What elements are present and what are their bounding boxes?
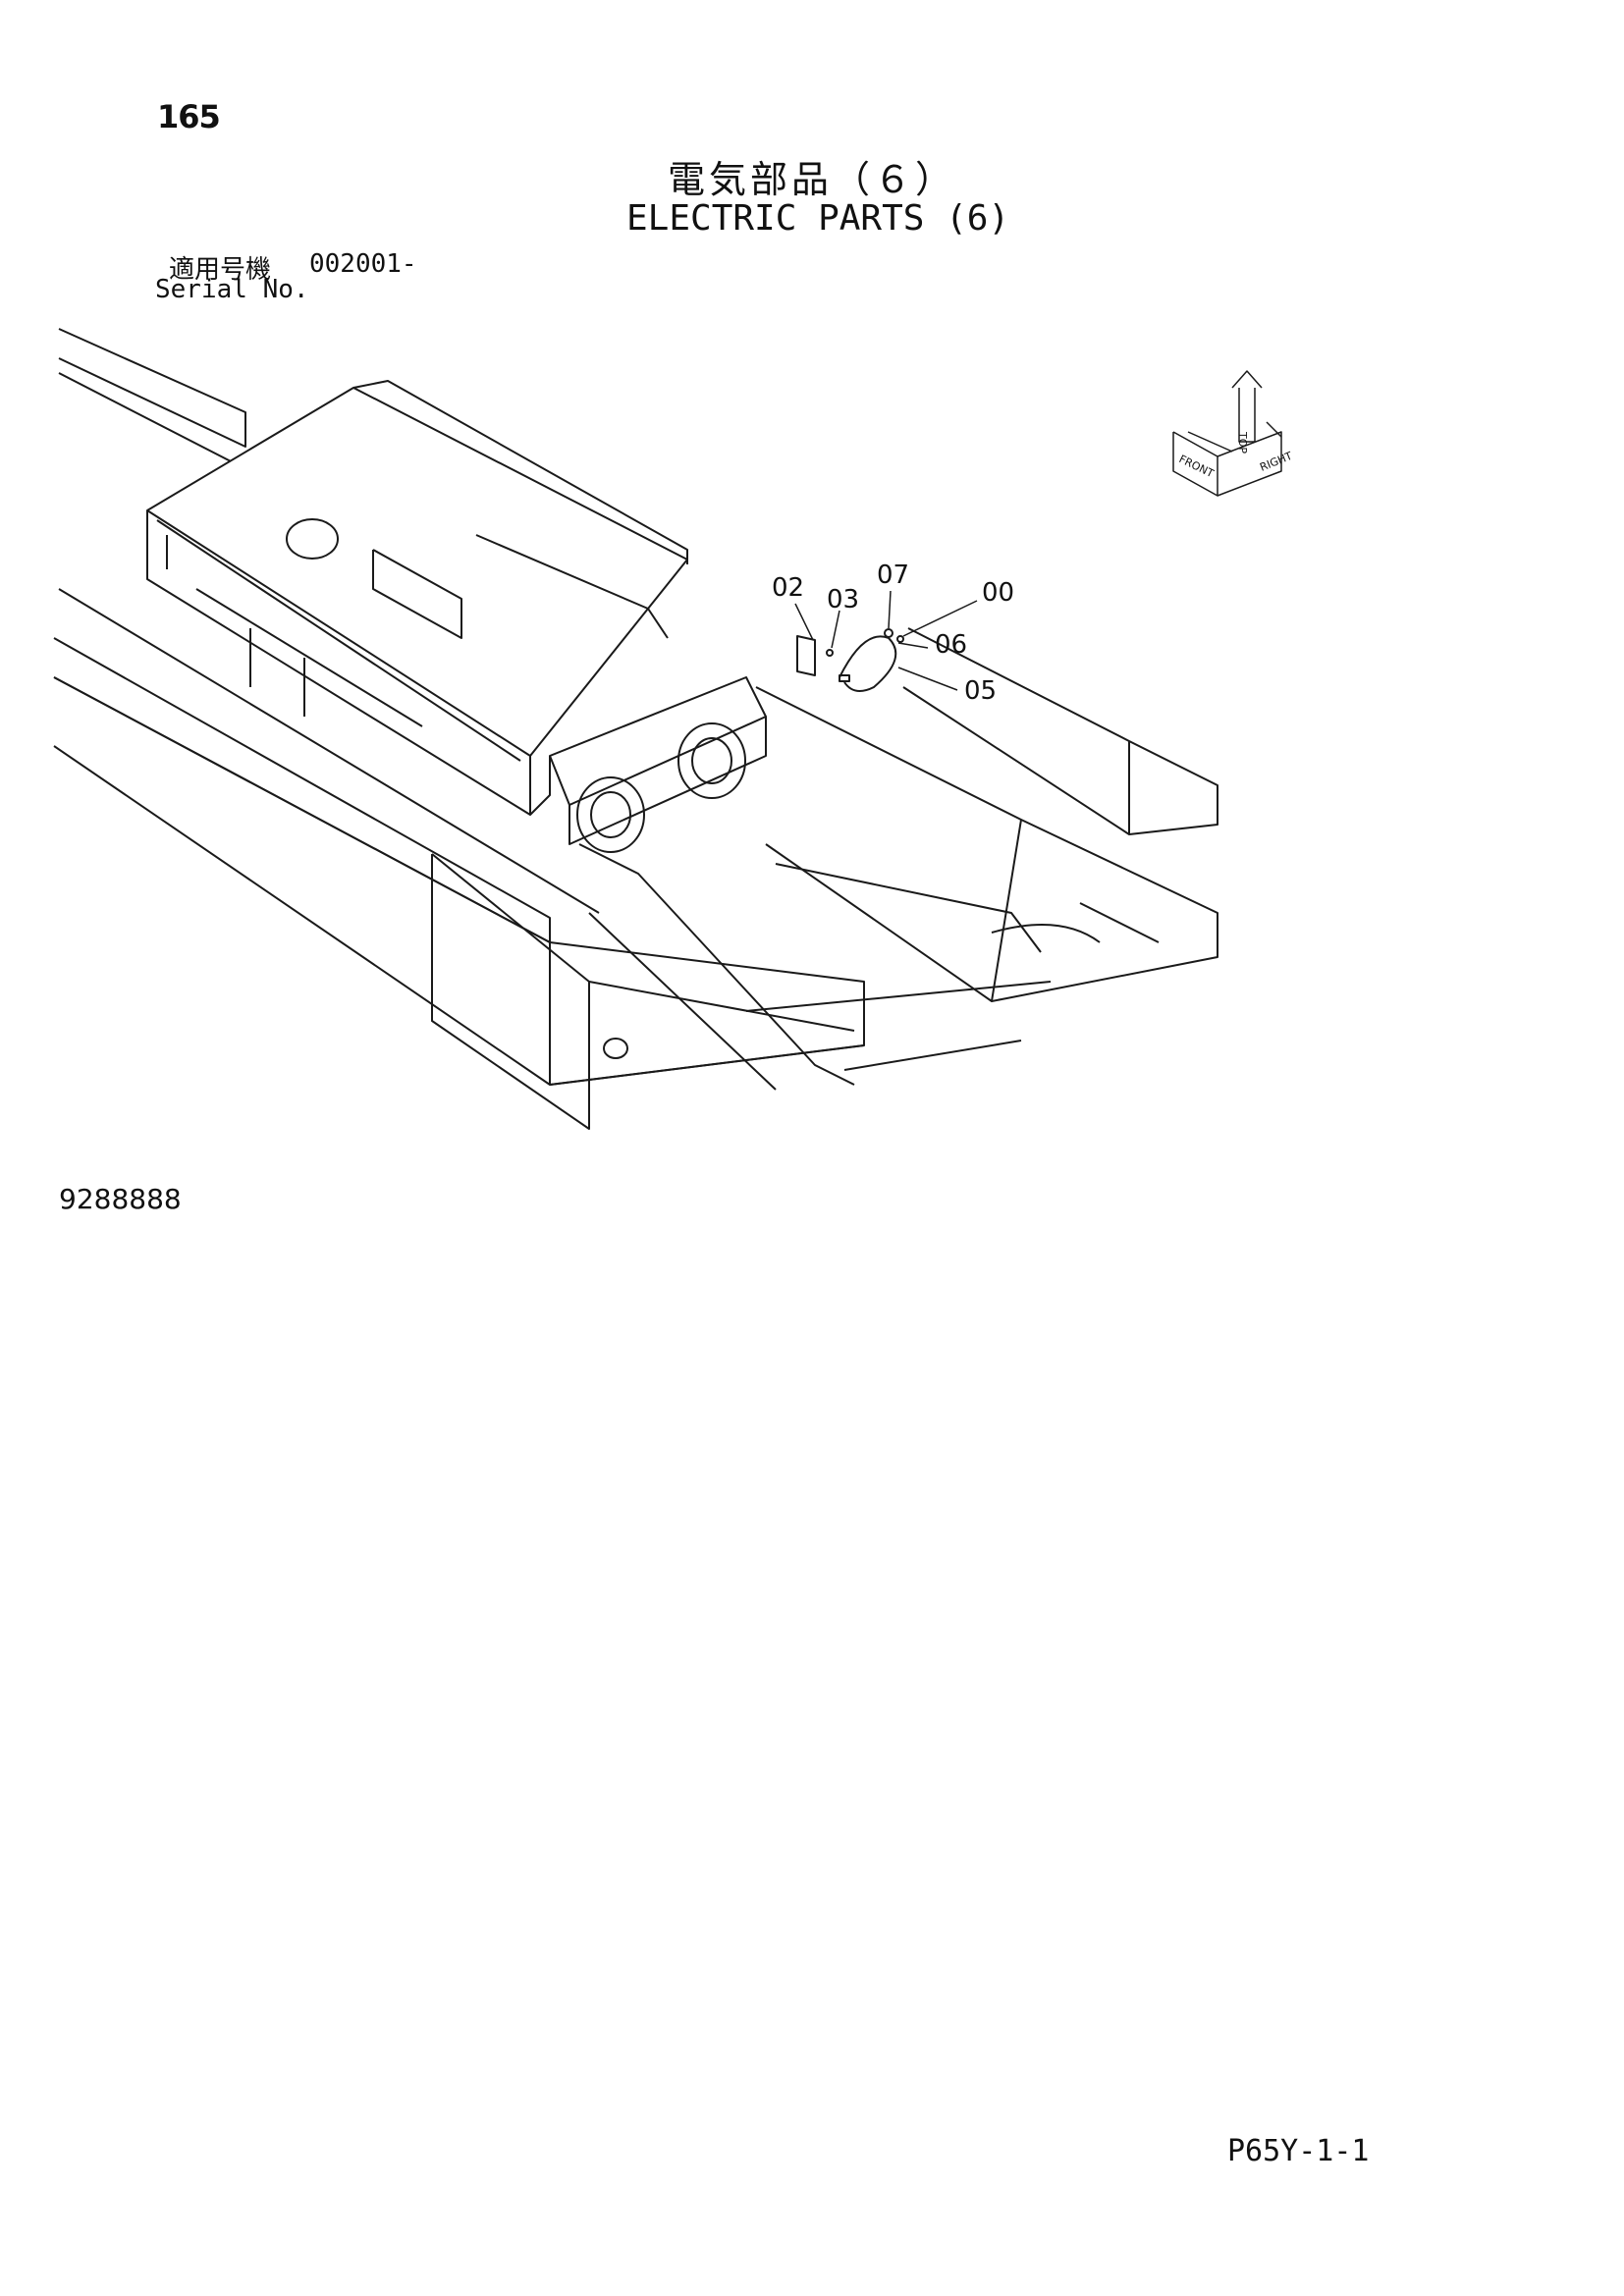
motor-left — [576, 776, 645, 853]
callout-05: 05 — [964, 676, 997, 706]
callout-06: 06 — [935, 630, 967, 660]
page-number: 165 — [157, 98, 221, 135]
orientation-marker — [1172, 370, 1282, 497]
drawing-number: 9288888 — [59, 1183, 182, 1215]
callout-03: 03 — [827, 585, 859, 614]
serial-label-english: Serial No. — [155, 275, 309, 304]
orientation-label-right: RIGHT — [1258, 450, 1294, 474]
page-code: P65Y-1-1 — [1227, 2134, 1370, 2168]
sensor-bracket-assembly — [796, 628, 904, 692]
serial-value: 002001- — [309, 249, 417, 279]
callout-02: 02 — [772, 573, 804, 603]
serial-label-japanese: 適用号機 — [169, 255, 272, 285]
left-frame-rail — [53, 328, 865, 1086]
motor-right — [677, 722, 746, 799]
parts-diagram: 02 03 07 00 06 05 FRONT RIGHT TOP — [53, 328, 1294, 1130]
orientation-label-top: TOP — [1236, 431, 1249, 454]
lower-frame — [431, 843, 1052, 1130]
page-title-english: ELECTRIC PARTS (6) — [626, 198, 1010, 239]
callout-00: 00 — [982, 578, 1014, 608]
component-box — [146, 380, 688, 816]
callout-07: 07 — [877, 561, 909, 590]
callout-leaders — [794, 590, 978, 691]
right-frame-rail — [755, 627, 1218, 1002]
cross-member — [549, 676, 767, 853]
page-title-japanese: 電気部品（６） — [668, 158, 957, 201]
